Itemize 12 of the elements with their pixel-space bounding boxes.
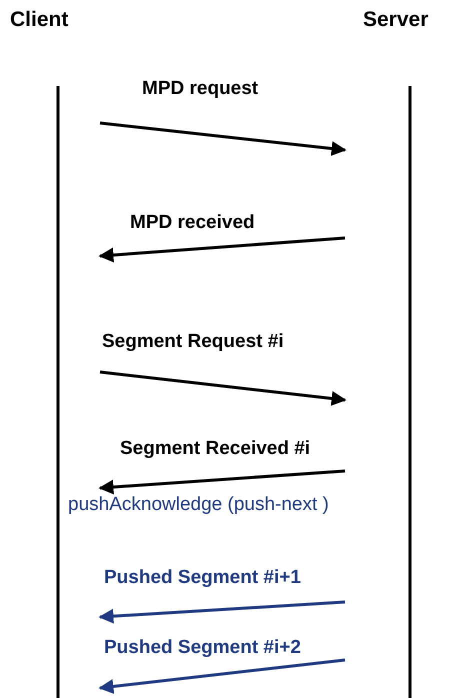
- message-arrow: [98, 470, 346, 495]
- edge-label: Pushed Segment #i+1: [102, 567, 303, 589]
- edge-label: MPD request: [140, 78, 260, 100]
- message-note: pushAcknowledge (push-next ): [68, 494, 329, 516]
- message-arrow: [100, 122, 346, 156]
- participant-label: Server: [363, 8, 428, 32]
- message-arrow: [100, 370, 346, 406]
- message-arrow: [98, 236, 346, 262]
- edge-label: Pushed Segment #i+2: [102, 637, 303, 659]
- message-arrow: [98, 658, 346, 694]
- participant-label: Client: [10, 8, 68, 32]
- message-arrow: [98, 600, 346, 624]
